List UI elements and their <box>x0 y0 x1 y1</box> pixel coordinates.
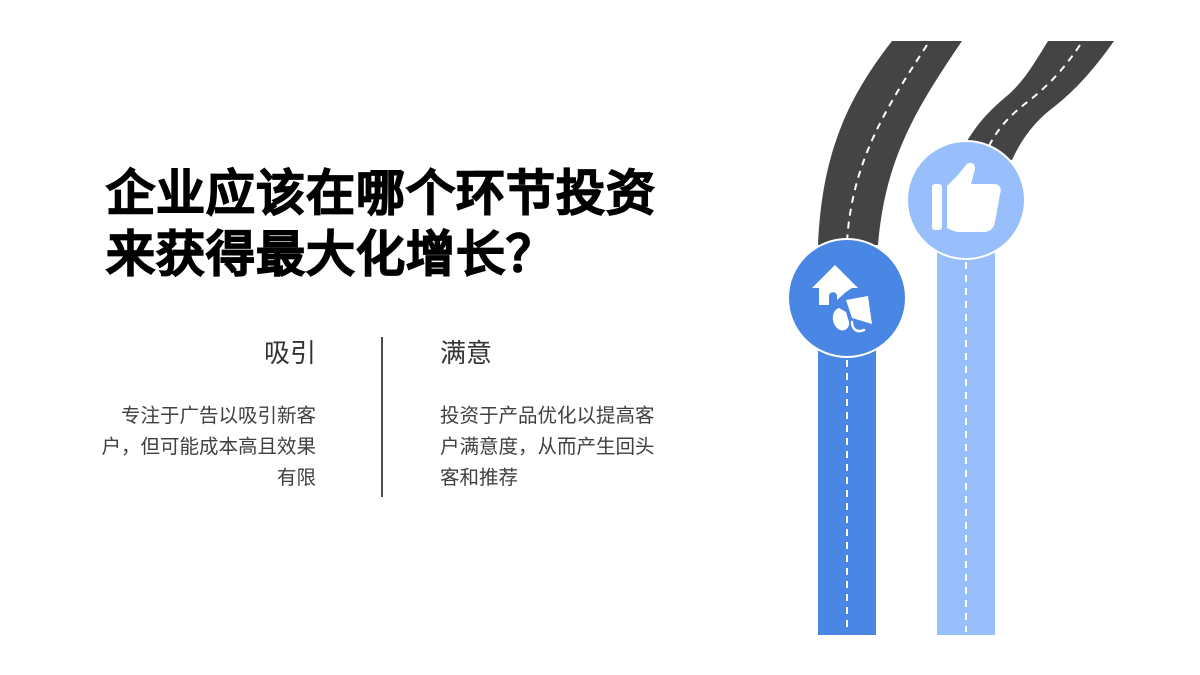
satisfy-column: 满意 投资于产品优化以提高客户满意度，从而产生回头客和推荐 <box>440 336 670 493</box>
column-divider <box>381 337 383 497</box>
title-line-1: 企业应该在哪个环节投资 <box>105 164 657 222</box>
satisfy-heading: 满意 <box>440 339 493 369</box>
title-line-2: 来获得最大化增长？ <box>105 225 557 283</box>
attract-bar <box>818 330 876 635</box>
satisfy-badge <box>906 140 1026 260</box>
satisfy-bar <box>937 230 995 635</box>
right-road <box>962 41 1114 160</box>
house-megaphone-icon <box>812 265 872 333</box>
satisfy-description: 投资于产品优化以提高客户满意度，从而产生回头客和推荐 <box>440 404 655 489</box>
left-road <box>818 41 962 245</box>
thumbs-up-icon <box>932 162 1001 232</box>
slide-title: 企业应该在哪个环节投资 来获得最大化增长？ <box>105 163 657 285</box>
attract-column: 吸引 专注于广告以吸引新客户，但可能成本高且效果有限 <box>86 336 316 493</box>
attract-heading: 吸引 <box>263 339 316 369</box>
attract-badge <box>787 238 907 358</box>
attract-description: 专注于广告以吸引新客户，但可能成本高且效果有限 <box>101 404 316 489</box>
